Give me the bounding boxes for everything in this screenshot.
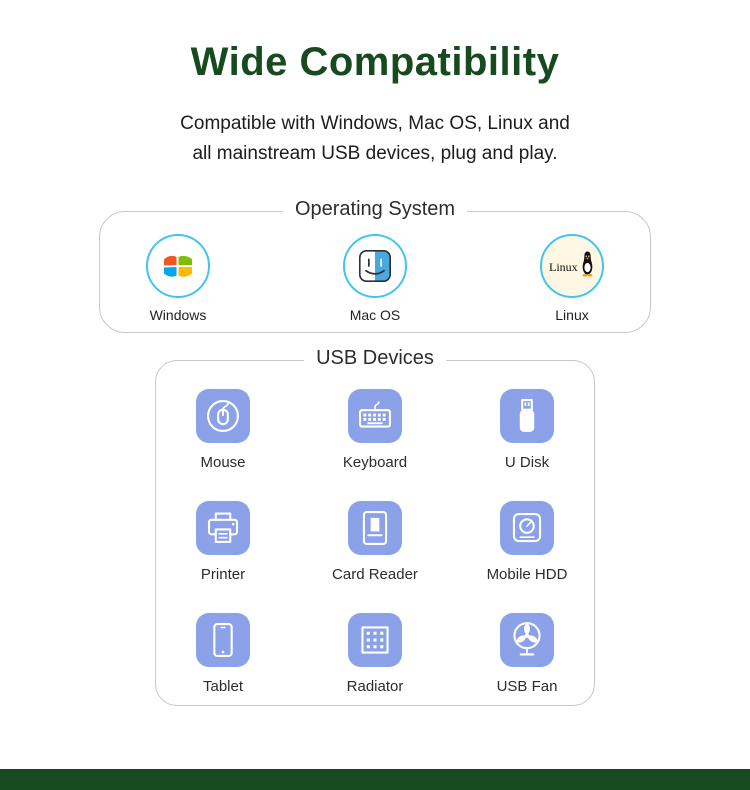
usb-item-card-reader: Card Reader [320, 501, 430, 593]
footer-bar [0, 769, 750, 790]
usb-item-mobile-hdd: Mobile HDD [472, 501, 582, 593]
usb-fan-icon [500, 613, 554, 667]
u-disk-icon [500, 389, 554, 443]
mobile-hdd-icon [500, 501, 554, 555]
svg-text:Linux: Linux [549, 260, 578, 274]
windows-logo-icon [146, 234, 210, 298]
usb-item-usb-fan: USB Fan [472, 613, 582, 705]
linux-logo-icon: Linux [540, 234, 604, 298]
usb-item-printer: Printer [168, 501, 278, 593]
radiator-icon [348, 613, 402, 667]
os-item-label: Windows [149, 307, 207, 323]
os-section-title: Operating System [282, 198, 468, 221]
card-reader-icon [348, 501, 402, 555]
usb-section-title: USB Devices [304, 347, 446, 370]
mouse-icon [196, 389, 250, 443]
mac-os-logo-icon [343, 234, 407, 298]
page-subtitle: Compatible with Windows, Mac OS, Linux a… [0, 109, 750, 169]
subtitle-line-1: Compatible with Windows, Mac OS, Linux a… [180, 113, 570, 134]
keyboard-icon [348, 389, 402, 443]
tablet-icon [196, 613, 250, 667]
usb-item-tablet: Tablet [168, 613, 278, 705]
usb-item-label: U Disk [504, 454, 550, 471]
usb-item-label: USB Fan [496, 678, 558, 695]
os-item-label: Mac OS [349, 307, 401, 323]
usb-devices-section: USB Devices Mouse Keyboard [155, 347, 595, 706]
usb-item-label: Card Reader [332, 566, 418, 583]
os-item-windows: Windows [146, 234, 210, 323]
usb-item-label: Tablet [202, 678, 244, 695]
os-item-linux: Linux Linux [540, 234, 604, 323]
os-item-macos: Mac OS [343, 234, 407, 323]
usb-item-label: Mouse [200, 454, 246, 471]
usb-item-label: Mobile HDD [486, 566, 568, 583]
usb-item-udisk: U Disk [472, 389, 582, 481]
subtitle-line-2: all mainstream USB devices, plug and pla… [192, 143, 558, 164]
operating-system-section: Operating System Windows Mac OS [99, 198, 651, 333]
usb-item-label: Printer [200, 566, 246, 583]
usb-item-label: Keyboard [342, 454, 408, 471]
page-title: Wide Compatibility [190, 40, 560, 84]
usb-item-label: Radiator [346, 678, 404, 695]
usb-item-radiator: Radiator [320, 613, 430, 705]
os-item-label: Linux [555, 307, 589, 323]
usb-item-keyboard: Keyboard [320, 389, 430, 481]
usb-item-mouse: Mouse [168, 389, 278, 481]
printer-icon [196, 501, 250, 555]
